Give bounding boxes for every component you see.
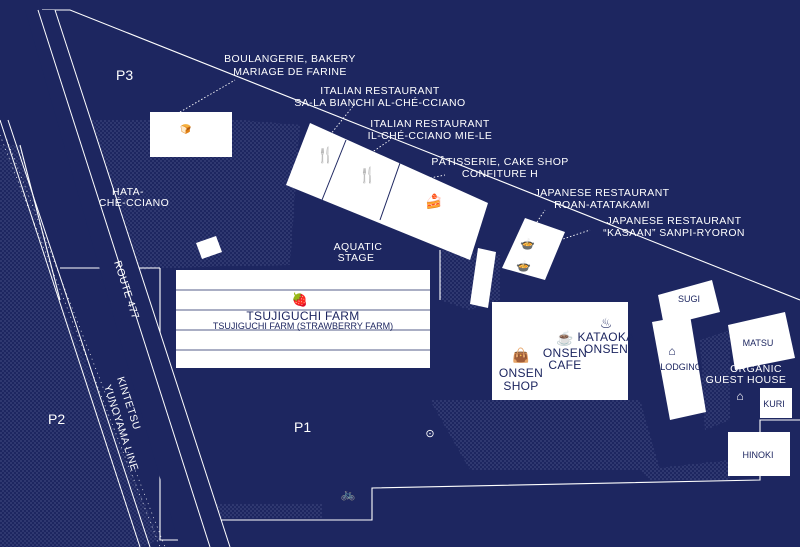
onsen-shop-label2: SHOP xyxy=(503,379,538,393)
aquatic-stage-label1: AQUATIC xyxy=(334,241,383,253)
kuri-label: KURI xyxy=(763,399,785,409)
sugi-label: SUGI xyxy=(678,294,700,304)
kataoka-onsen-label2: ONSEN xyxy=(584,342,628,356)
callout-line-italian1 xyxy=(329,99,359,136)
parking-p1-label: P1 xyxy=(294,419,311,435)
fork-knife-icon: 🍴 xyxy=(316,146,335,164)
coffee-cup-icon: ☕ xyxy=(556,329,573,347)
boulangerie-building: 🍞 xyxy=(150,112,232,157)
lodging-label: LODGING xyxy=(660,362,702,372)
bicycle-icon: 🚲 xyxy=(341,487,356,501)
hinoki-building xyxy=(728,432,790,476)
callout-roan-line1: JAPANESE RESTAURANT xyxy=(535,187,670,199)
callout-line-patisserie xyxy=(419,174,446,181)
fork-knife-icon-2: 🍴 xyxy=(358,166,377,184)
matsu-label: MATSU xyxy=(743,338,774,348)
sugi-building xyxy=(658,280,720,326)
onsen-cafe-label2: CAFE xyxy=(548,358,581,372)
cake-icon: 🍰 xyxy=(425,193,442,210)
strawberry-icon: 🍓 xyxy=(292,292,308,307)
italian-restaurant-buildings: 🍴 🍴 🍰 xyxy=(286,123,488,260)
parking-p3-label: P3 xyxy=(116,67,133,83)
narrow-building xyxy=(470,248,496,308)
onsen-cafe-label1: ONSEN xyxy=(543,346,587,360)
matsu-building xyxy=(728,312,795,370)
tsujiguchi-farm-building: 🍓 xyxy=(176,270,430,368)
aquatic-stage-label2: STAGE xyxy=(338,252,375,264)
parking-p2-label: P2 xyxy=(48,411,65,427)
house-icon: ⌂ xyxy=(668,344,675,358)
onsen-shop-label1: ONSEN xyxy=(499,366,543,380)
callout-italian2-line2: IL-CHÉ-CCIANO MIE-LE xyxy=(368,129,493,142)
farm-subtitle: TSUJIGUCHI FARM (STRAWBERRY FARM) xyxy=(213,321,393,331)
bowl-icon: 🍲 xyxy=(520,237,535,251)
hata-label2: CHÉ-CCIANO xyxy=(99,196,170,209)
callout-patisserie-line1: PÂTISSERIE, CAKE SHOP xyxy=(431,155,568,168)
small-building xyxy=(196,236,222,259)
organic-guest-house-label1: ORGANIC xyxy=(730,363,782,375)
callout-kasaan-line2: “KASAAN” SANPI-RYORON xyxy=(603,227,745,239)
hinoki-label: HINOKI xyxy=(742,450,773,460)
callout-italian2-line1: ITALIAN RESTAURANT xyxy=(370,118,490,130)
callout-italian1-line2: SA-LA BIANCHI AL-CHÉ-CCIANO xyxy=(294,96,465,109)
paved-areas xyxy=(0,120,730,547)
callout-line-boulangerie xyxy=(179,79,236,113)
shopping-bag-icon: 👜 xyxy=(512,347,529,364)
japanese-restaurant-buildings: 🍲 🍲 xyxy=(502,218,565,280)
route-477-road xyxy=(0,9,231,547)
bread-icon: 🍞 xyxy=(180,123,191,134)
hata-label1: HATA- xyxy=(112,186,144,198)
bowl-icon-2: 🍲 xyxy=(516,259,531,273)
kuri-building xyxy=(760,388,792,418)
callout-italian1-line1: ITALIAN RESTAURANT xyxy=(320,85,440,97)
callout-boulangerie-line1: BOULANGERIE, BAKERY xyxy=(224,53,356,65)
guest-house-icon: ⌂ xyxy=(736,389,743,403)
callout-roan-line2: ROAN-ATATAKAMI xyxy=(554,199,650,211)
callout-boulangerie-line2: MARIAGE DE FARINE xyxy=(233,66,347,78)
organic-guest-house-label2: GUEST HOUSE xyxy=(706,374,787,386)
farm-title: TSUJIGUCHI FARM xyxy=(246,309,359,323)
callout-kasaan-line1: JAPANESE RESTAURANT xyxy=(607,215,742,227)
callout-patisserie-line2: CONFITURE H xyxy=(462,168,538,180)
hot-spring-icon: ♨ xyxy=(600,315,613,331)
lodging-building: ⌂ xyxy=(652,315,706,420)
kataoka-onsen-label1: KATAOKA xyxy=(577,330,634,344)
signpost-icon: ⊙ xyxy=(425,428,434,440)
onsen-building: 👜 ☕ ♨ xyxy=(492,302,628,400)
callout-line-roan xyxy=(534,209,546,226)
callout-line-italian2 xyxy=(367,139,391,156)
